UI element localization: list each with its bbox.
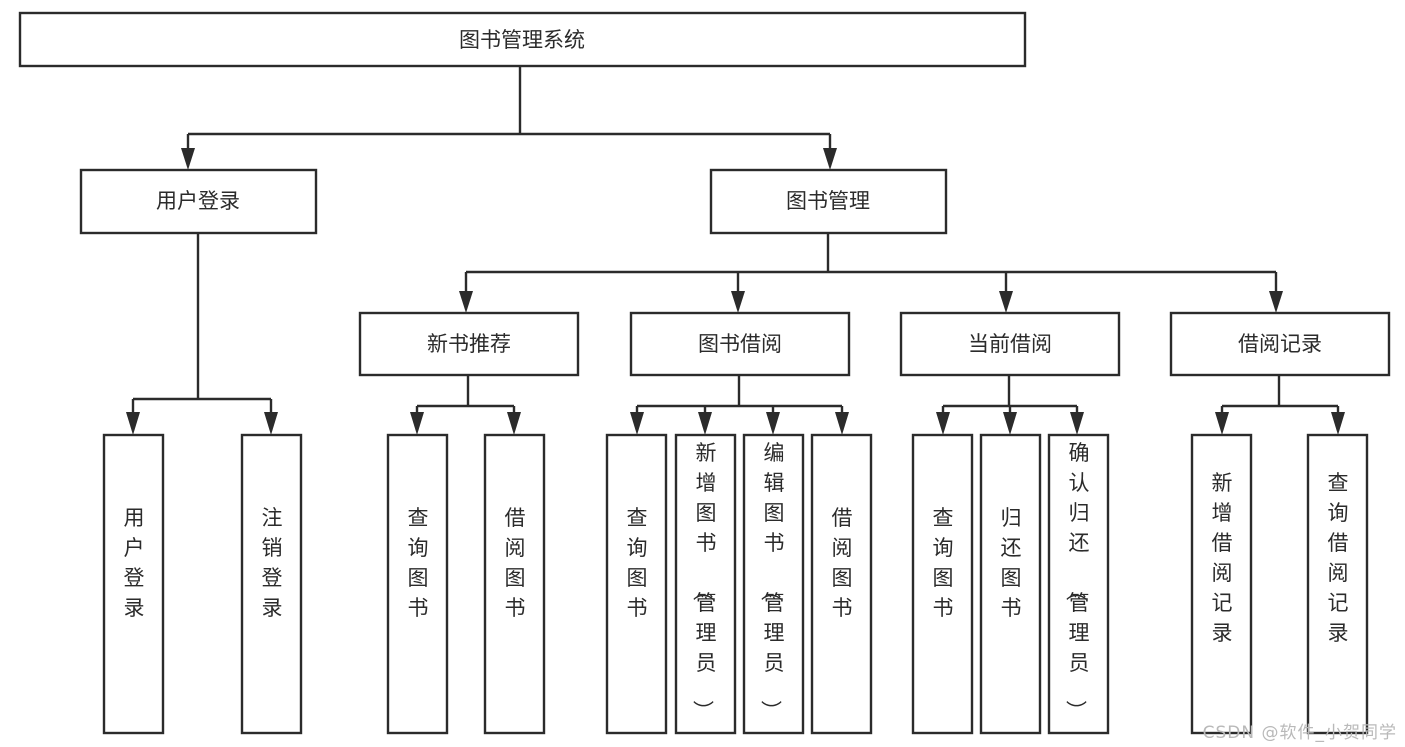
node-borrow-record-label: 借阅记录	[1238, 332, 1322, 356]
arrow-head-to-user-login	[181, 148, 195, 170]
leaf-box[interactable]	[810, 433, 873, 735]
node-book-manage-label: 图书管理	[786, 189, 870, 213]
leaf-box[interactable]	[483, 433, 546, 735]
arrow-head-record-leaf-2	[1331, 412, 1345, 435]
arrow-head-borrow-leaf-2	[698, 412, 712, 435]
leaf-box[interactable]	[102, 433, 165, 735]
leaf-label: 借阅图书	[832, 506, 853, 620]
node-book-manage[interactable]: 图书管理	[709, 168, 948, 235]
arrow-head-to-current-borrow	[999, 291, 1013, 313]
arrow-head-borrow-leaf-1	[630, 412, 644, 435]
leaf-label: 用户登录	[124, 506, 145, 620]
arrow-head-user-leaf-1	[126, 412, 140, 435]
node-root-label: 图书管理系统	[459, 28, 585, 52]
node-current-borrow-label: 当前借阅	[968, 332, 1052, 356]
leaf-label: 编辑图书（管理员）	[759, 441, 785, 721]
leaf-box[interactable]	[1306, 433, 1369, 735]
arrow-head-newbook-leaf-1	[410, 412, 424, 435]
arrow-head-to-book-manage	[823, 148, 837, 170]
arrow-head-to-new-book-rec	[459, 291, 473, 313]
node-new-book-recommend-box[interactable]	[358, 311, 580, 377]
leaf-box[interactable]	[386, 433, 449, 735]
leaf-box[interactable]	[1190, 433, 1253, 735]
leaf-label: 注销登录	[262, 506, 283, 620]
leaf-label: 查询借阅记录	[1328, 471, 1349, 645]
arrow-head-borrow-leaf-3	[766, 412, 780, 435]
leaf-new-book-2[interactable]: 借阅图书	[483, 433, 546, 735]
arrow-head-to-book-borrow	[731, 291, 745, 313]
node-current-borrow[interactable]: 当前借阅	[899, 311, 1121, 377]
node-borrow-record-box[interactable]	[1169, 311, 1391, 377]
leaf-current-borrow-1[interactable]: 查询图书	[911, 433, 974, 735]
leaf-label: 查询图书	[933, 506, 954, 620]
node-user-login[interactable]: 用户登录	[79, 168, 318, 235]
leaf-box[interactable]	[911, 433, 974, 735]
node-root-box[interactable]	[18, 11, 1027, 68]
node-book-borrow[interactable]: 图书借阅	[629, 311, 851, 377]
leaf-book-borrow-3[interactable]: 编辑图书（管理员）	[742, 433, 805, 735]
arrow-head-newbook-leaf-2	[507, 412, 521, 435]
leaf-book-borrow-1[interactable]: 查询图书	[605, 433, 668, 735]
node-book-borrow-box[interactable]	[629, 311, 851, 377]
leaf-box[interactable]	[605, 433, 668, 735]
leaf-label: 借阅图书	[505, 506, 526, 620]
leaf-box[interactable]	[1047, 433, 1110, 735]
leaf-box[interactable]	[240, 433, 303, 735]
node-new-book-recommend-label: 新书推荐	[427, 332, 511, 356]
arrow-head-current-leaf-3	[1070, 412, 1084, 435]
leaf-new-book-1[interactable]: 查询图书	[386, 433, 449, 735]
arrow-head-record-leaf-1	[1215, 412, 1229, 435]
connectors	[126, 66, 1345, 435]
arrow-head-current-leaf-1	[936, 412, 950, 435]
node-book-manage-box[interactable]	[709, 168, 948, 235]
leaf-book-borrow-2[interactable]: 新增图书（管理员）	[674, 433, 737, 735]
leaf-label: 查询图书	[408, 506, 429, 620]
leaf-borrow-record-1[interactable]: 新增借阅记录	[1190, 433, 1253, 735]
node-user-login-label: 用户登录	[156, 189, 240, 213]
leaf-box[interactable]	[979, 433, 1042, 735]
leaf-box[interactable]	[674, 433, 737, 735]
arrow-head-user-leaf-2	[264, 412, 278, 435]
leaf-user-login-2[interactable]: 注销登录	[240, 433, 303, 735]
node-book-borrow-label: 图书借阅	[698, 332, 782, 356]
leaf-current-borrow-3[interactable]: 确认归还（管理员）	[1047, 433, 1110, 735]
leaf-label: 查询图书	[627, 506, 648, 620]
arrow-head-current-leaf-2	[1003, 412, 1017, 435]
leaf-label: 新增图书（管理员）	[691, 441, 717, 721]
leaf-label: 归还图书	[1001, 506, 1022, 620]
leaf-borrow-record-2[interactable]: 查询借阅记录	[1306, 433, 1369, 735]
node-borrow-record[interactable]: 借阅记录	[1169, 311, 1391, 377]
node-current-borrow-box[interactable]	[899, 311, 1121, 377]
arrow-head-to-borrow-record	[1269, 291, 1283, 313]
leaf-label: 新增借阅记录	[1212, 471, 1233, 645]
leaf-book-borrow-4[interactable]: 借阅图书	[810, 433, 873, 735]
leaf-box[interactable]	[742, 433, 805, 735]
leaf-user-login-1[interactable]: 用户登录	[102, 433, 165, 735]
node-new-book-recommend[interactable]: 新书推荐	[358, 311, 580, 377]
leaf-label: 确认归还（管理员）	[1064, 441, 1090, 721]
arrow-head-borrow-leaf-4	[835, 412, 849, 435]
node-user-login-box[interactable]	[79, 168, 318, 235]
leaf-current-borrow-2[interactable]: 归还图书	[979, 433, 1042, 735]
node-root[interactable]: 图书管理系统	[18, 11, 1027, 68]
